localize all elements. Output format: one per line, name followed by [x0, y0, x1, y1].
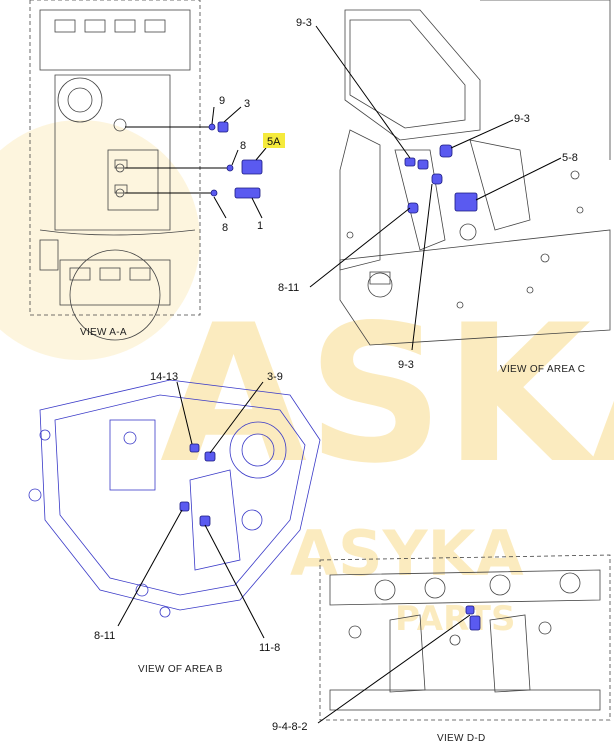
leader-c-9-3-bottom: [411, 183, 433, 351]
leader-b-3-9: [209, 381, 264, 454]
highlight-5a: [263, 133, 285, 148]
callout-3: 3: [244, 98, 250, 110]
leader-b-14-13: [176, 381, 193, 445]
callout-b-14-13: 14-13: [150, 371, 178, 383]
callout-c-5-8: 5-8: [562, 152, 578, 164]
view-d-d-drawing: [319, 554, 611, 721]
callout-c-9-3-right: 9-3: [514, 113, 530, 125]
view-a-a-parts: [125, 106, 267, 219]
watermark-brand: ASYKA: [290, 517, 524, 590]
caption-area-c: VIEW OF AREA C: [500, 364, 585, 375]
callout-8-bottom: 8: [222, 222, 228, 234]
callout-8-top: 8: [240, 140, 246, 152]
callout-c-9-3-top: 9-3: [296, 17, 312, 29]
callout-c-8-11: 8-11: [278, 282, 299, 294]
leader-c-9-3-top: [315, 25, 411, 159]
callout-1: 1: [257, 220, 263, 232]
caption-view-a-a: VIEW A-A: [80, 327, 127, 338]
callout-c-9-3-bottom: 9-3: [398, 359, 414, 371]
callout-d-9-4-8-2: 9-4-8-2: [272, 721, 307, 733]
leader-b-11-8: [204, 524, 265, 639]
callout-5a: 5A: [267, 136, 281, 148]
leader-b-8-11: [117, 509, 183, 627]
leader-c-8-11: [309, 207, 411, 288]
area-c-parts: [404, 144, 478, 214]
callout-9: 9: [219, 95, 225, 107]
callout-b-8-11: 8-11: [94, 630, 115, 642]
view-d-d-parts: [465, 605, 481, 631]
area-b-parts: [179, 443, 216, 527]
leader-c-5-8: [475, 157, 562, 201]
callout-b-3-9: 3-9: [267, 371, 283, 383]
leader-c-9-3-right: [450, 119, 514, 149]
caption-view-d-d: VIEW D-D: [437, 733, 486, 741]
leader-d-9-4-8-2: [317, 614, 471, 724]
callout-b-11-8: 11-8: [259, 642, 280, 654]
area-c-drawing: [339, 0, 611, 346]
view-a-a-drawing: [29, 0, 201, 341]
area-b-drawing: [28, 379, 321, 618]
caption-area-b: VIEW OF AREA B: [138, 664, 223, 675]
